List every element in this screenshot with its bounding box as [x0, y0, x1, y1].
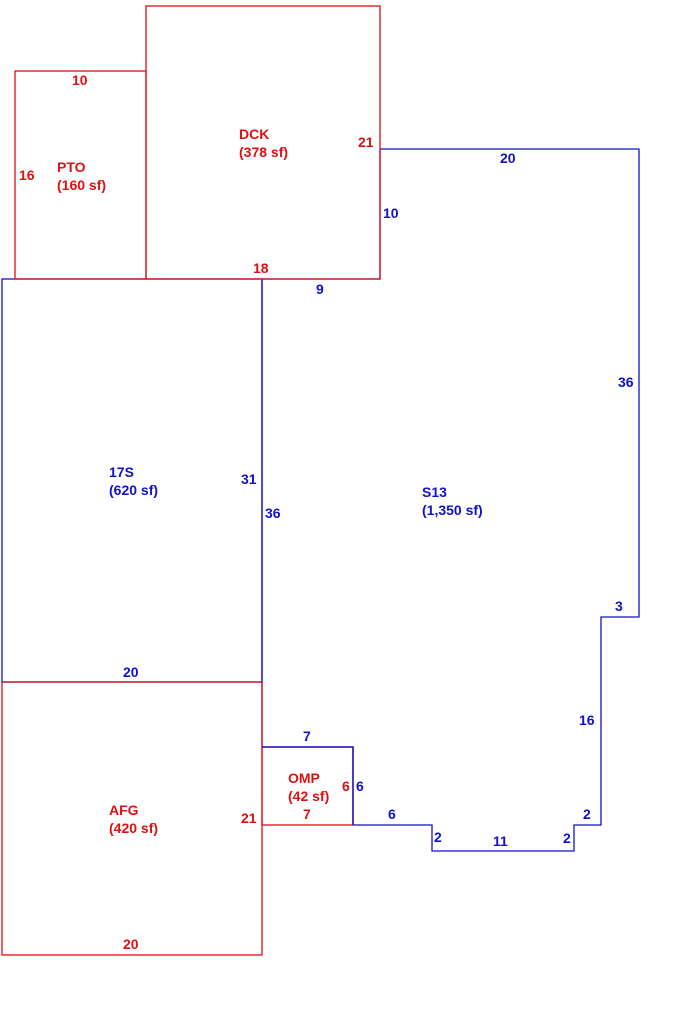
s13-dim-right-step: 3 — [615, 598, 623, 614]
afg-dim-bottom: 20 — [123, 936, 139, 952]
dck-outline — [145, 5, 381, 280]
s13-dim-omp-top: 7 — [303, 728, 311, 744]
omp-area: (42 sf) — [288, 788, 329, 804]
omp-shared-edge — [262, 746, 354, 825]
17s-dim-right: 31 — [241, 471, 257, 487]
17s-outline — [1, 278, 263, 683]
dck-dim-right: 21 — [358, 134, 374, 150]
pto-code: PTO — [57, 159, 86, 175]
dck-code: DCK — [239, 126, 269, 142]
s13-dim-omp-bottom: 6 — [388, 806, 396, 822]
17s-dim-bottom: 20 — [123, 664, 139, 680]
pto-dim-top: 10 — [72, 72, 88, 88]
omp-code: OMP — [288, 770, 320, 786]
s13-dim-bottom-left-step: 2 — [434, 829, 442, 845]
pto-dim-left: 16 — [19, 167, 35, 183]
s13-dim-right: 36 — [618, 374, 634, 390]
s13-outline — [261, 148, 640, 852]
s13-dim-lower-right: 16 — [579, 712, 595, 728]
afg-area: (420 sf) — [109, 820, 158, 836]
afg-outline — [1, 681, 263, 956]
pto-outline — [14, 70, 147, 280]
s13-dim-bottom: 11 — [493, 833, 508, 849]
s13-code: S13 — [422, 484, 447, 500]
dck-dim-bottom: 18 — [253, 260, 269, 276]
omp-dim-right: 6 — [342, 778, 350, 794]
s13-dim-left-step: 9 — [316, 281, 324, 297]
s13-dim-step-b: 2 — [563, 830, 571, 846]
dck-area: (378 sf) — [239, 144, 288, 160]
s13-dim-step-a: 2 — [583, 806, 591, 822]
s13-area: (1,350 sf) — [422, 502, 483, 518]
s13-dim-left: 36 — [265, 505, 281, 521]
17s-code: 17S — [109, 464, 134, 480]
s13-dim-upper-left: 10 — [383, 205, 399, 221]
pto-area: (160 sf) — [57, 177, 106, 193]
omp-dim-bottom: 7 — [303, 806, 311, 822]
s13-dim-top: 20 — [500, 150, 516, 166]
afg-dim-right: 21 — [241, 810, 257, 826]
afg-code: AFG — [109, 802, 139, 818]
s13-dim-omp-right: 6 — [356, 778, 364, 794]
17s-area: (620 sf) — [109, 482, 158, 498]
